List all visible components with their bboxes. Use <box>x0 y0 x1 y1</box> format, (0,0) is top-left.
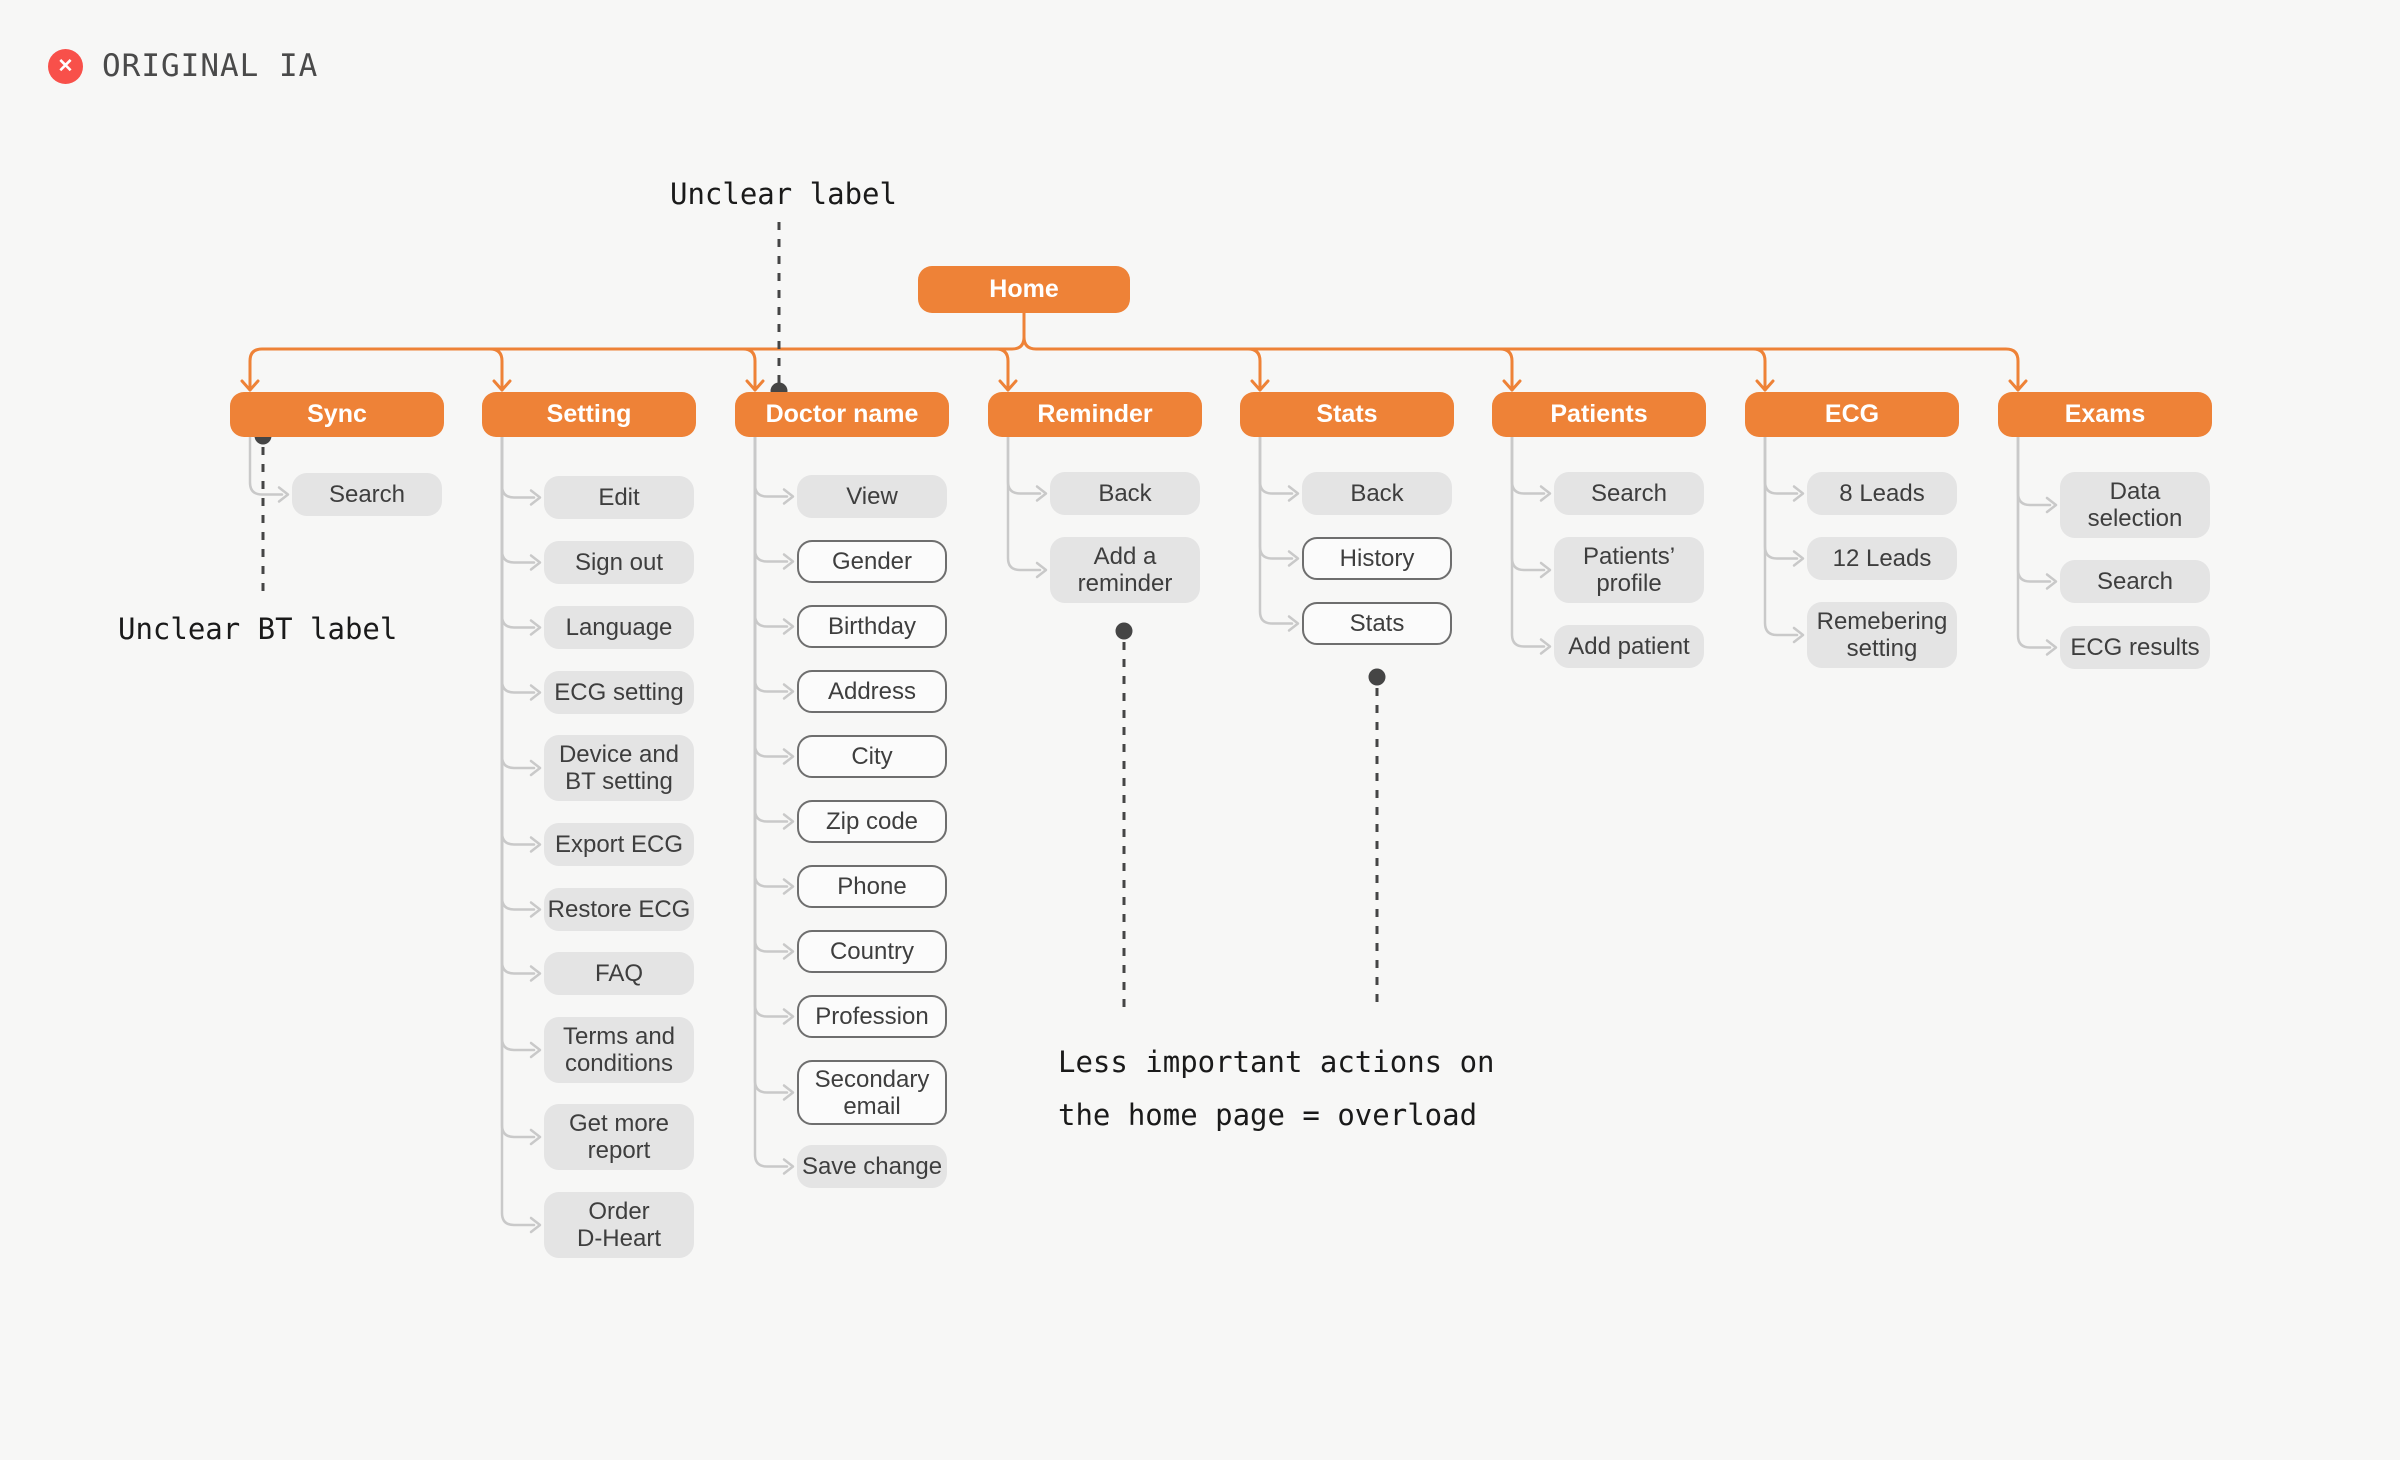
node-setting-order-d-heart: Order D-Heart <box>544 1192 694 1258</box>
node-doctor-city: City <box>797 735 947 778</box>
node-doctor-profession: Profession <box>797 995 947 1038</box>
node-setting: Setting <box>482 392 696 437</box>
node-ecg: ECG <box>1745 392 1959 437</box>
annotation-unclear-bt-label: Unclear BT label <box>118 612 398 646</box>
node-doctor-country: Country <box>797 930 947 973</box>
node-patients-search: Search <box>1554 472 1704 515</box>
annotation-overload-note: Less important actions on the home page … <box>1058 1045 1495 1132</box>
node-doctor-zip-code: Zip code <box>797 800 947 843</box>
node-sync-search: Search <box>292 473 442 516</box>
node-setting-device-bt: Device and BT setting <box>544 735 694 801</box>
node-setting-get-more-report: Get more report <box>544 1104 694 1170</box>
node-reminder-back: Back <box>1050 472 1200 515</box>
node-stats-back: Back <box>1302 472 1452 515</box>
node-doctor-birthday: Birthday <box>797 605 947 648</box>
node-home: Home <box>918 266 1130 313</box>
node-setting-ecg-setting: ECG setting <box>544 671 694 714</box>
node-reminder: Reminder <box>988 392 1202 437</box>
node-stats-history: History <box>1302 537 1452 580</box>
node-exams-data-selection: Data selection <box>2060 472 2210 538</box>
node-patients-profile: Patients’ profile <box>1554 537 1704 603</box>
node-setting-edit: Edit <box>544 476 694 519</box>
page-title: ORIGINAL IA <box>102 48 319 84</box>
node-ecg-8-leads: 8 Leads <box>1807 472 1957 515</box>
node-doctor-gender: Gender <box>797 540 947 583</box>
node-setting-language: Language <box>544 606 694 649</box>
node-exams-search: Search <box>2060 560 2210 603</box>
node-doctor-name: Doctor name <box>735 392 949 437</box>
node-setting-export-ecg: Export ECG <box>544 823 694 866</box>
node-setting-restore-ecg: Restore ECG <box>544 888 694 931</box>
node-setting-sign-out: Sign out <box>544 541 694 584</box>
node-exams-ecg-results: ECG results <box>2060 626 2210 669</box>
node-setting-terms: Terms and conditions <box>544 1017 694 1083</box>
node-doctor-secondary-email: Secondary email <box>797 1060 947 1125</box>
node-exams: Exams <box>1998 392 2212 437</box>
annotation-unclear-label: Unclear label <box>670 177 897 211</box>
node-ecg-12-leads: 12 Leads <box>1807 537 1957 580</box>
node-stats: Stats <box>1240 392 1454 437</box>
node-doctor-address: Address <box>797 670 947 713</box>
node-setting-faq: FAQ <box>544 952 694 995</box>
node-ecg-remembering-setting: Remebering setting <box>1807 602 1957 668</box>
node-sync: Sync <box>230 392 444 437</box>
node-doctor-phone: Phone <box>797 865 947 908</box>
node-reminder-add: Add a reminder <box>1050 537 1200 603</box>
node-patients-add: Add patient <box>1554 625 1704 668</box>
diagram-title-bar: ✕ ORIGINAL IA <box>48 48 318 84</box>
node-doctor-view: View <box>797 475 947 518</box>
x-circle-icon: ✕ <box>48 48 83 84</box>
node-stats-stats: Stats <box>1302 602 1452 645</box>
node-doctor-save-change: Save change <box>797 1145 947 1188</box>
node-patients: Patients <box>1492 392 1706 437</box>
